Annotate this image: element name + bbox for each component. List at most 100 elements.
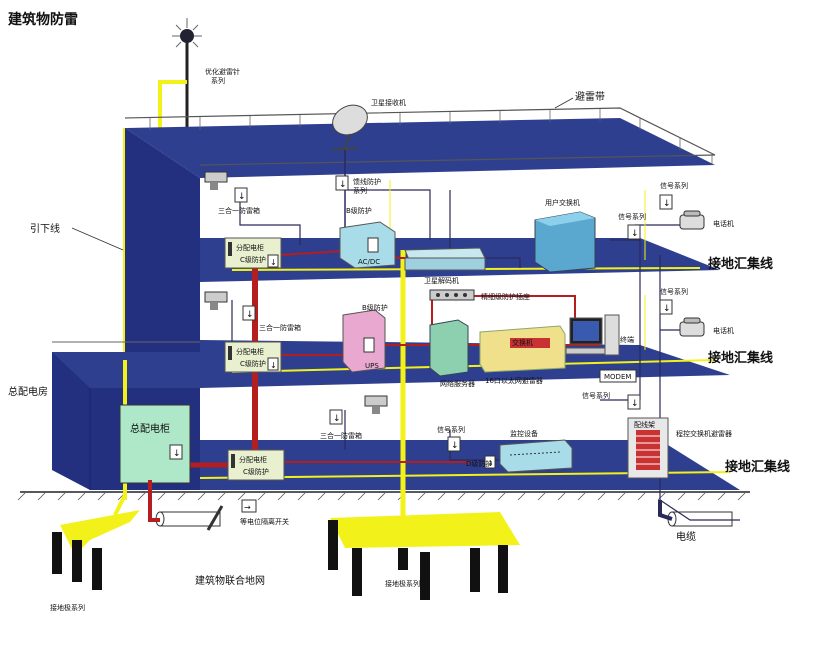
grounding-rod-label-2: 接地极系列 <box>385 579 420 588</box>
monitor-equipment-label: 监控设备 <box>510 429 538 438</box>
ground-bus-label-1: 接地汇集线 <box>708 256 773 272</box>
three-in-one-label-2: 三合一防雷箱 <box>259 323 301 332</box>
terminal-computer <box>565 314 620 356</box>
svg-text:↓: ↓ <box>270 258 277 267</box>
three-in-one-label-3: 三合一防雷箱 <box>320 431 362 440</box>
sub-cabinet-label-1: 分配电柜 <box>236 243 264 252</box>
roof <box>124 107 716 360</box>
satellite-dish <box>332 104 368 151</box>
terminal-label: 终端 <box>620 335 634 344</box>
spd-box: ↓ <box>267 357 279 371</box>
three-in-one-box: ↓ <box>234 187 248 203</box>
signal-series-label-2: 信号系列 <box>618 212 646 221</box>
ground-bus-label-2: 接地汇集线 <box>708 350 773 366</box>
d-level-label: D级防护 <box>466 459 492 468</box>
satellite-decoder <box>404 247 486 271</box>
signal-spd-box: ↓ <box>627 224 641 240</box>
camera-icon <box>364 395 388 414</box>
ups-unit <box>342 309 386 373</box>
down-conductor-line <box>158 80 187 128</box>
acdc-label: AC/DC <box>358 258 380 266</box>
svg-text:↓: ↓ <box>663 199 671 209</box>
grounding-net-right <box>328 512 520 600</box>
satellite-decoder-label: 卫星解码机 <box>424 276 459 285</box>
combined-grounding-label: 建筑物联合地网 <box>195 574 265 587</box>
lightning-rod-label-2: 系列 <box>211 76 225 85</box>
switch-label: 交换机 <box>512 338 533 347</box>
ethernet-arrester <box>479 325 566 373</box>
svg-text:↓: ↓ <box>663 304 671 314</box>
distribution-frame <box>627 417 669 479</box>
svg-text:↓: ↓ <box>487 459 494 468</box>
acdc-unit <box>339 221 396 269</box>
spd-box: ↓ <box>484 455 496 469</box>
ground-bus-label-3: 接地汇集线 <box>725 459 790 475</box>
signal-series-label-1: 信号系列 <box>660 181 688 190</box>
telephone-icon <box>679 210 705 230</box>
signal-series-label-3: 信号系列 <box>660 287 688 296</box>
underground-pipe <box>667 511 733 527</box>
catv-protection-box: ↓ <box>335 175 349 191</box>
sub-distribution-cabinet <box>224 341 282 373</box>
svg-text:↓: ↓ <box>238 192 246 202</box>
modem-label: MODEM <box>604 373 631 381</box>
page-title: 建筑物防雷 <box>8 11 78 28</box>
svg-text:↓: ↓ <box>631 399 639 409</box>
distribution-frame-label: 配线架 <box>634 420 655 429</box>
signal-series-label-4: 信号系列 <box>437 425 465 434</box>
b-level-label-1: B级防护 <box>346 206 372 215</box>
svg-text:↓: ↓ <box>246 310 254 320</box>
three-in-one-box: ↓ <box>329 409 343 425</box>
phone-label-2: 电话机 <box>713 326 734 335</box>
three-in-one-label-1: 三合一防雷箱 <box>218 206 260 215</box>
equipotential-label: 等电位隔离开关 <box>240 517 289 526</box>
three-in-one-box: ↓ <box>242 305 256 321</box>
signal-spd-box: ↓ <box>659 299 673 315</box>
sub-cabinet-label-2: 分配电柜 <box>236 347 264 356</box>
svg-text:↓: ↓ <box>339 180 347 190</box>
signal-spd-box: ↓ <box>447 436 461 452</box>
lightning-rod <box>172 18 202 128</box>
precision-socket-label: 精细级防护插座 <box>481 292 530 301</box>
camera-icon <box>204 291 228 310</box>
sub-distribution-cabinet <box>227 449 285 481</box>
user-switch-cabinet <box>534 211 596 273</box>
svg-text:↓: ↓ <box>333 414 341 424</box>
modem-box <box>599 369 637 383</box>
ethernet-arrester-label: 16口以太网避雷器 <box>485 376 543 385</box>
c-level-label-3: C级防护 <box>243 467 269 476</box>
svg-text:↓: ↓ <box>173 449 181 459</box>
sub-cabinet-label-3: 分配电柜 <box>239 455 267 464</box>
equipotential-switch: → <box>241 499 257 513</box>
telephone-icon <box>679 317 705 337</box>
ups-label: UPS <box>365 362 379 370</box>
main-distribution-room-label: 总配电房 <box>8 385 48 398</box>
spd-box: ↓ <box>267 254 279 268</box>
grounding-rod-label-1: 接地极系列 <box>50 603 85 612</box>
precision-socket-strip <box>429 289 475 301</box>
camera-icon <box>204 171 228 190</box>
cable-label: 电缆 <box>676 530 696 543</box>
underground-pipe <box>155 505 224 531</box>
svg-text:→: → <box>244 503 251 512</box>
user-switch-label: 用户交换机 <box>545 198 580 207</box>
down-conductor-label: 引下线 <box>30 222 60 235</box>
network-server <box>429 319 469 377</box>
signal-spd-box: ↓ <box>659 194 673 210</box>
signal-series-label-5: 信号系列 <box>582 391 610 400</box>
lightning-rod-label: 优化避雷针 <box>205 67 240 76</box>
b-level-label-2: B级防护 <box>362 303 388 312</box>
lightning-belt-label: 避雷带 <box>575 90 605 103</box>
satellite-receiver-label: 卫星接收机 <box>371 98 406 107</box>
monitor-equipment <box>499 439 573 473</box>
svg-text:↓: ↓ <box>631 229 639 239</box>
svg-text:↓: ↓ <box>270 361 277 370</box>
grounding-net-left <box>52 494 140 590</box>
ground-surface <box>17 491 750 501</box>
c-level-label-1: C级防护 <box>240 255 266 264</box>
floor-1 <box>200 440 740 490</box>
c-level-label-2: C级防护 <box>240 359 266 368</box>
catv-protection-label: 馈线防护 <box>353 177 381 186</box>
network-server-label: 网络服务器 <box>440 379 475 388</box>
